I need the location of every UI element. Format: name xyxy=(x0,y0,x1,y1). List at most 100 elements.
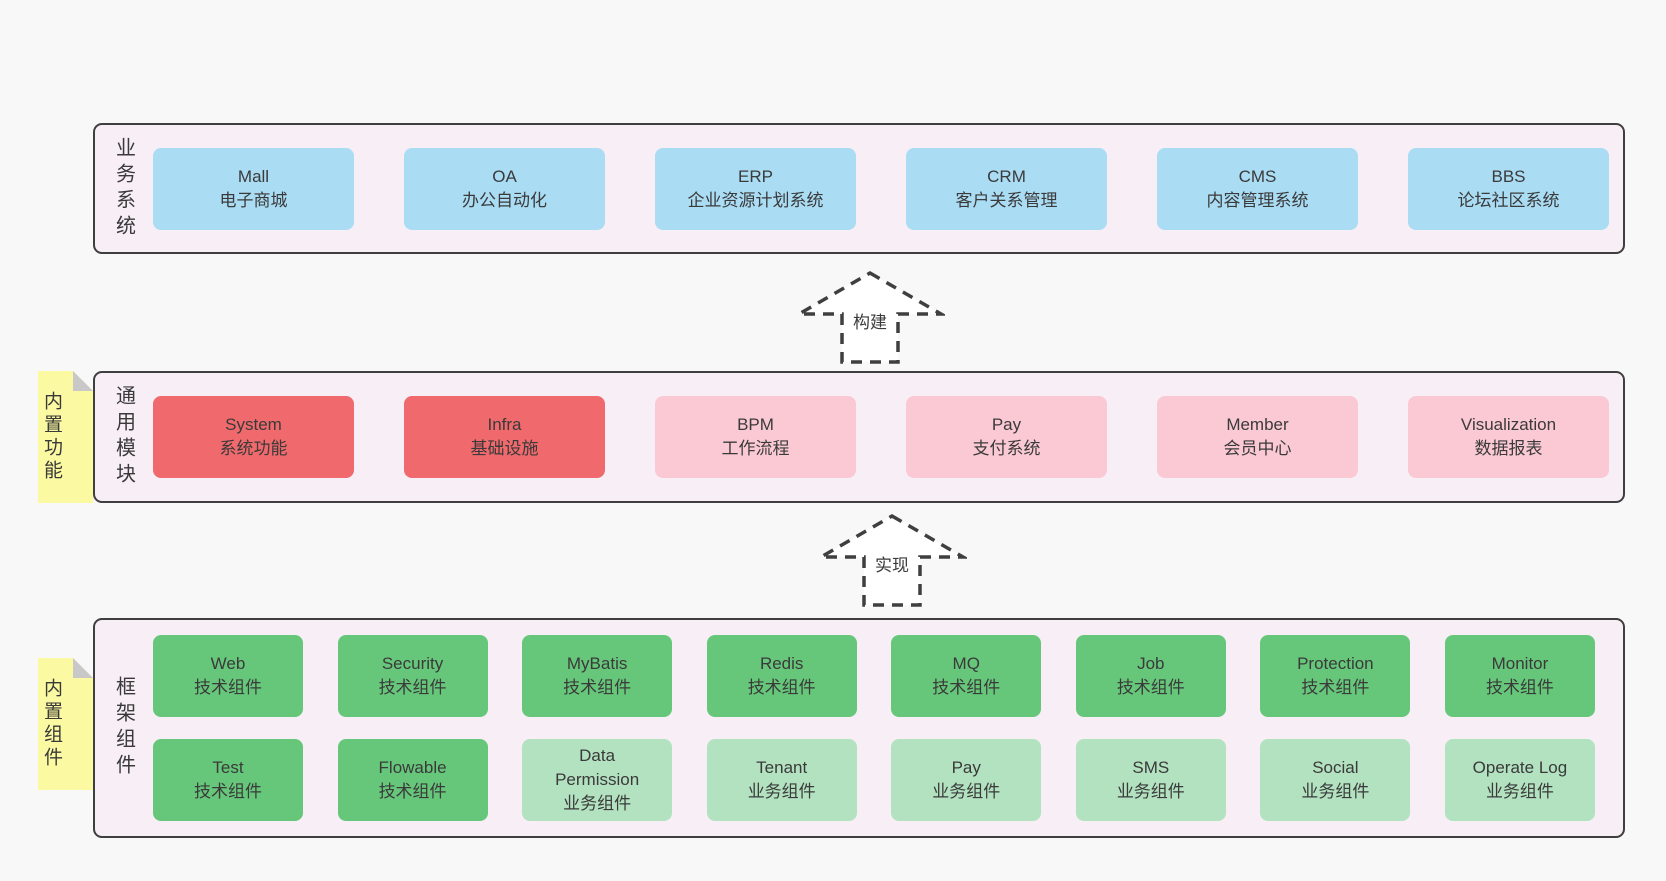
builtin-components-sticky: 内置组件 xyxy=(38,658,93,790)
framework-card: Protection 技术组件 xyxy=(1260,635,1411,717)
framework-card: Pay 业务组件 xyxy=(891,739,1042,821)
module-card: Pay 支付系统 xyxy=(906,396,1107,478)
card-title: Pay xyxy=(951,758,981,777)
card-subtitle: 客户关系管理 xyxy=(955,190,1058,210)
dashed-up-arrow-icon: 构建 xyxy=(795,270,945,364)
card-subtitle: 电子商城 xyxy=(219,190,288,210)
card-title: Flowable xyxy=(378,758,447,777)
card-title: Operate Log xyxy=(1472,758,1568,777)
card-title: MyBatis xyxy=(566,654,628,673)
module-card: Member 会员中心 xyxy=(1157,396,1358,478)
card-title: Infra xyxy=(487,415,522,434)
card-subtitle: 业务组件 xyxy=(563,794,632,813)
card-subtitle: 业务组件 xyxy=(1301,782,1370,801)
card-title: SMS xyxy=(1132,758,1170,777)
dashed-up-arrow-icon: 实现 xyxy=(817,513,967,607)
framework-card: Job 技术组件 xyxy=(1075,635,1226,717)
sticky-note-shape xyxy=(38,371,93,503)
framework-card: SMS 业务组件 xyxy=(1075,739,1226,821)
framework-panel-label-text: 框架组件 xyxy=(112,676,135,780)
module-card: System 系统功能 xyxy=(153,396,354,478)
module-card: Visualization 数据报表 xyxy=(1408,396,1609,478)
sticky-fold-corner-icon xyxy=(73,371,93,391)
card-title: Data Permission xyxy=(555,746,640,789)
framework-card: Tenant 业务组件 xyxy=(706,739,857,821)
business-card: BBS 论坛社区系统 xyxy=(1408,147,1609,230)
card-subtitle: 业务组件 xyxy=(1485,782,1554,801)
framework-cards-grid: Web 技术组件 Security 技术组件 MyBatis 技术组件 Redi… xyxy=(153,620,1623,836)
card-title: Job xyxy=(1137,654,1165,673)
card-title: Security xyxy=(381,654,444,673)
card-title: Redis xyxy=(759,654,804,673)
framework-row-1: Web 技术组件 Security 技术组件 MyBatis 技术组件 Redi… xyxy=(153,635,1595,717)
card-title: Social xyxy=(1312,758,1359,777)
card-title: Tenant xyxy=(756,758,808,777)
sticky-note-shape xyxy=(38,658,93,790)
sticky-fold-corner-icon xyxy=(73,658,93,678)
business-card: OA 办公自动化 xyxy=(404,147,605,230)
framework-card: Redis 技术组件 xyxy=(706,635,857,717)
card-subtitle: 业务组件 xyxy=(747,782,816,801)
card-subtitle: 技术组件 xyxy=(563,678,632,697)
business-card: CMS 内容管理系统 xyxy=(1157,147,1358,230)
modules-panel-label: 通用模块 xyxy=(95,373,153,501)
framework-card: MQ 技术组件 xyxy=(891,635,1042,717)
module-card: BPM 工作流程 xyxy=(655,396,856,478)
business-card: CRM 客户关系管理 xyxy=(906,147,1107,230)
implement-arrow: 实现 xyxy=(817,512,967,609)
build-arrow: 构建 xyxy=(795,269,945,366)
card-title: Mall xyxy=(237,166,270,186)
framework-card: Security 技术组件 xyxy=(337,635,488,717)
builtin-functions-sticky-label: 内置功能 xyxy=(41,391,62,483)
card-title: BPM xyxy=(737,415,774,434)
card-subtitle: 技术组件 xyxy=(194,782,262,801)
card-title: System xyxy=(225,415,282,434)
business-panel-label: 业务系统 xyxy=(95,125,153,252)
card-subtitle: 技术组件 xyxy=(1485,678,1554,697)
framework-card: Monitor 技术组件 xyxy=(1444,635,1595,717)
card-subtitle: 技术组件 xyxy=(378,678,447,697)
modules-panel-label-text: 通用模块 xyxy=(112,385,135,489)
framework-components-panel: 框架组件 Web 技术组件 Security 技术组件 MyBatis 技术组件… xyxy=(93,618,1625,838)
card-subtitle: 企业资源计划系统 xyxy=(687,190,824,210)
card-title: ERP xyxy=(738,166,773,186)
card-subtitle: 技术组件 xyxy=(378,782,447,801)
card-subtitle: 技术组件 xyxy=(747,678,816,697)
framework-card: Web 技术组件 xyxy=(153,635,303,717)
card-title: MQ xyxy=(952,654,980,673)
card-subtitle: 技术组件 xyxy=(932,678,1001,697)
framework-panel-label: 框架组件 xyxy=(95,620,153,836)
card-subtitle: 办公自动化 xyxy=(462,190,547,210)
builtin-functions-sticky: 内置功能 xyxy=(38,371,93,503)
card-title: Member xyxy=(1226,415,1289,434)
card-subtitle: 业务组件 xyxy=(1116,782,1185,801)
card-title: Visualization xyxy=(1460,415,1557,434)
common-modules-panel: 通用模块 System 系统功能 Infra 基础设施 BPM 工作流程 Pay… xyxy=(93,371,1625,503)
card-title: CRM xyxy=(987,166,1026,186)
module-card: Infra 基础设施 xyxy=(404,396,605,478)
card-subtitle: 支付系统 xyxy=(972,439,1041,458)
card-subtitle: 技术组件 xyxy=(194,678,262,697)
card-title: Web xyxy=(210,654,246,673)
modules-cards-row: System 系统功能 Infra 基础设施 BPM 工作流程 Pay 支付系统… xyxy=(153,373,1623,501)
card-subtitle: 技术组件 xyxy=(1116,678,1185,697)
card-title: Monitor xyxy=(1491,654,1549,673)
business-card: ERP 企业资源计划系统 xyxy=(655,147,856,230)
card-subtitle: 系统功能 xyxy=(219,439,288,458)
implement-arrow-label: 实现 xyxy=(875,556,909,575)
card-title: BBS xyxy=(1491,166,1526,186)
card-title: Test xyxy=(212,758,244,777)
card-subtitle: 论坛社区系统 xyxy=(1457,190,1560,210)
card-subtitle: 工作流程 xyxy=(721,439,790,458)
framework-card: MyBatis 技术组件 xyxy=(522,635,673,717)
framework-card: Data Permission 业务组件 xyxy=(522,739,673,821)
business-systems-panel: 业务系统 Mall 电子商城 OA 办公自动化 ERP 企业资源计划系统 CRM… xyxy=(93,123,1625,254)
build-arrow-label: 构建 xyxy=(853,313,887,332)
card-title: CMS xyxy=(1238,166,1277,186)
card-subtitle: 基础设施 xyxy=(470,439,539,458)
framework-row-2: Test 技术组件 Flowable 技术组件 Data Permission … xyxy=(153,739,1595,821)
card-subtitle: 技术组件 xyxy=(1301,678,1370,697)
card-title: OA xyxy=(492,166,517,186)
builtin-components-sticky-label: 内置组件 xyxy=(41,678,62,770)
card-subtitle: 数据报表 xyxy=(1474,439,1543,458)
